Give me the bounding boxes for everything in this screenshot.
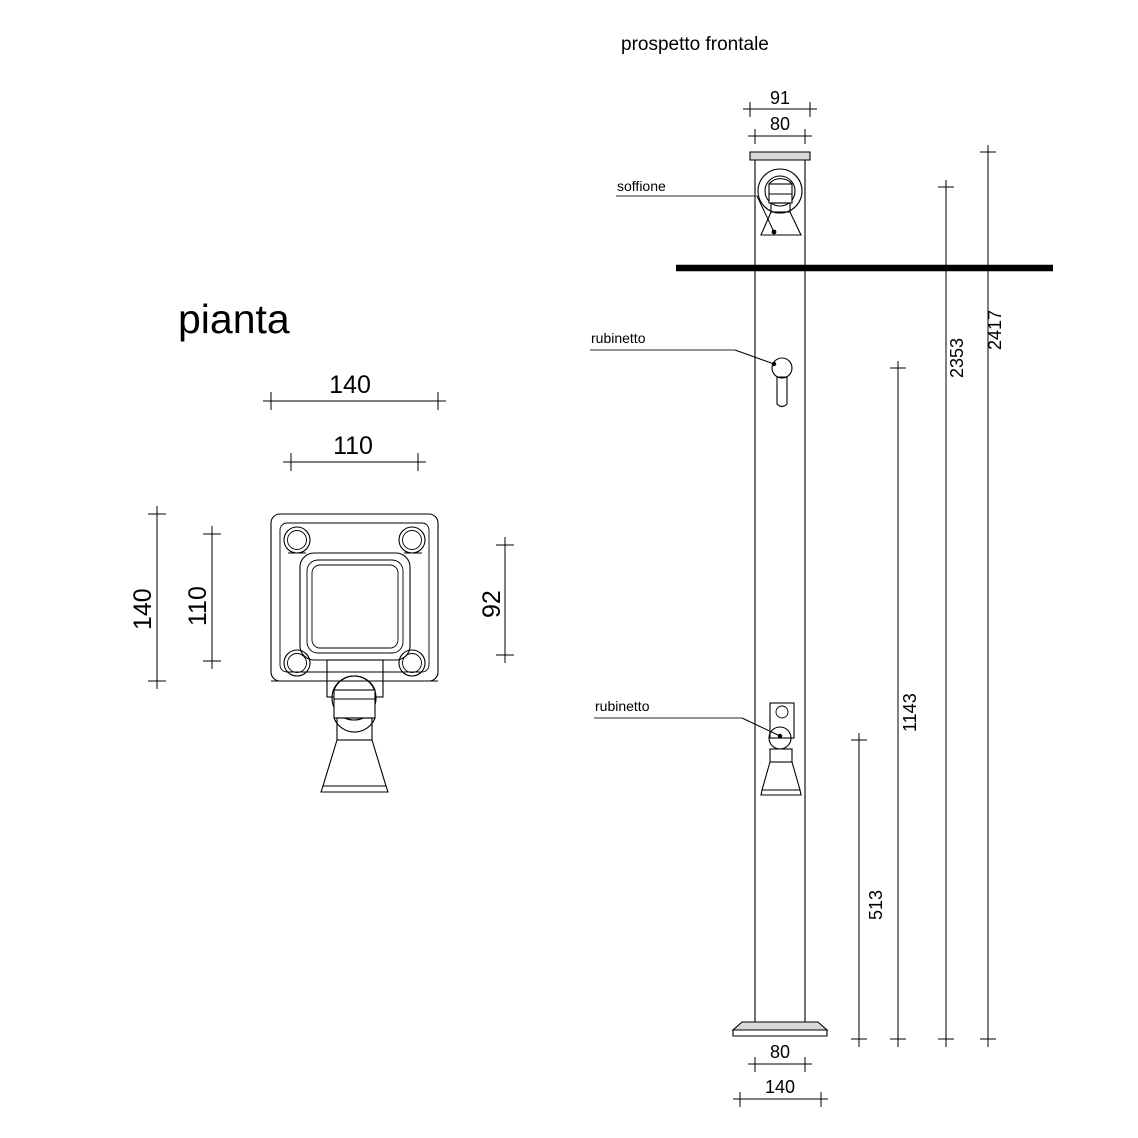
callout-label-soffione: soffione [617,178,666,194]
elev-dim-base-inner: 80 [769,1042,791,1062]
leader-soffione-arrow [771,229,777,235]
plan-base-plate-outer [270,513,439,682]
plan-bolt-hole-br-inner [402,653,422,673]
plan-spout-cone [322,739,387,787]
leader-soffione-slant [756,195,775,233]
plan-title: pianta [178,296,290,342]
leader-rubinetto-upper-arrow [771,361,777,367]
elev-tap-lower-cone-rim [760,789,802,796]
plan-bolt-hole-tl-inner [287,530,307,550]
elev-dim-line-513 [851,733,867,1047]
elev-tap-upper-lever [776,376,788,408]
plan-spout-ball-arc [333,675,376,691]
plan-dim-line-110-v [203,526,221,669]
plan-bolt-hole-br [398,649,426,677]
plan-spout-ball-band [333,689,376,719]
plan-bolt-hole-tr-inner [402,530,422,550]
elev-tap-upper-knob [771,357,793,379]
plan-base-plate-inner-edge [279,522,430,673]
elev-tap-lower-neck [769,748,793,763]
front-elevation-geometry [590,102,1053,1107]
elev-dim-line-1143 [890,361,906,1047]
plan-dim-line-140-v [148,506,166,689]
elev-dim-line-80-top [748,129,812,144]
elev-tap-lower-screw [775,705,789,719]
elev-dim-line-91 [743,102,817,117]
elev-shower-head-ring-inner [764,175,796,207]
plan-column-outer [299,552,411,661]
elev-top-cap [749,151,811,161]
elev-dim-line-140-base [733,1092,828,1107]
elev-base-plate [731,1021,829,1031]
elev-dim-top-outer: 91 [769,88,791,108]
elev-tap-lower-housing [769,702,795,739]
leader-rubinetto-lower-arrow [777,733,783,739]
elev-shower-head-ring-outer [757,168,803,214]
callout-label-rubinetto-lower: rubinetto [595,698,650,714]
plan-view-geometry [148,392,514,793]
plan-spout-neck [336,717,373,741]
plan-column-bore [311,564,399,649]
plan-dim-line-140-h [263,392,446,410]
leader-rubinetto-upper-slant [734,349,775,365]
plan-spout-cone-rim [320,785,389,793]
plan-bolt-hole-bl [283,649,311,677]
plan-bolt-hole-bl-inner [287,653,307,673]
elev-shower-head-dome [768,178,793,185]
plan-dim-width-outer: 140 [329,371,371,399]
plan-dim-line-92-v [496,537,514,663]
elev-dim-line-80-base [748,1057,812,1072]
elev-base-plate-lower [732,1029,828,1037]
elev-dim-line-2417 [980,145,996,1047]
plan-dim-line-110-h [283,453,426,471]
callout-label-rubinetto-upper: rubinetto [591,330,646,346]
plan-column-inner [306,559,404,654]
elev-dim-base-outer: 140 [764,1077,796,1097]
front-elevation-title: prospetto frontale [621,34,769,55]
elev-dim-top-inner: 80 [769,114,791,134]
leader-rubinetto-lower-slant [741,717,781,737]
elev-shower-head-cone [760,211,802,236]
elev-dim-line-2353 [938,180,954,1047]
elev-tap-lower-cone [761,761,801,791]
plan-dim-width-inner: 110 [333,432,373,460]
